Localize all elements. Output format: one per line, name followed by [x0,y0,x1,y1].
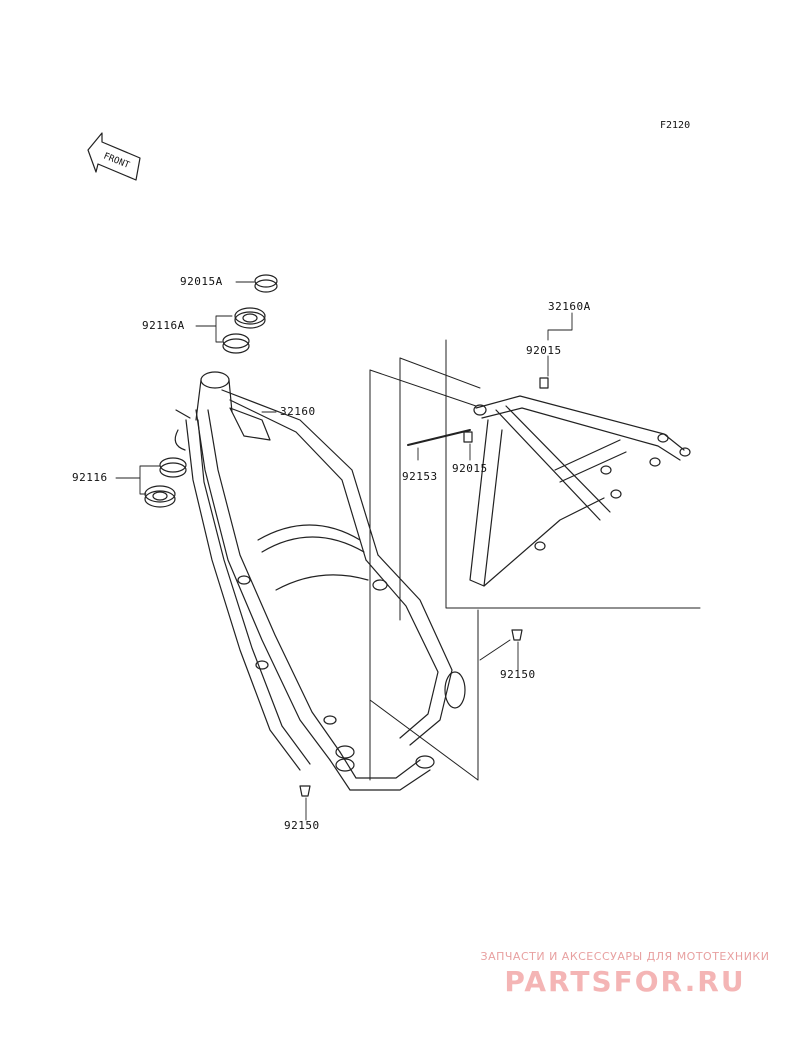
watermark-brand: PARTSFOR.RU [504,965,746,998]
figure-code: F2120 [660,120,691,131]
watermark: ЗАПЧАСТИ И АКСЕССУАРЫ ДЛЯ МОТОТЕХНИКИ PA… [460,950,790,998]
label-92116: 92116 [72,471,108,484]
fastener-icons [299,377,549,797]
label-92150-right: 92150 [500,668,536,681]
label-92116A: 92116A [142,319,185,332]
label-32160: 32160 [280,405,316,418]
front-arrow-icon: FRONT [87,132,141,181]
watermark-tagline: ЗАПЧАСТИ И АКСЕССУАРЫ ДЛЯ МОТОТЕХНИКИ [480,950,770,963]
bearing-lower-stack [144,457,187,508]
rear-subframe [469,395,691,587]
main-frame [174,371,466,791]
label-92015-mid: 92015 [452,462,488,475]
label-32160A: 32160A [548,300,591,313]
label-92153: 92153 [402,470,438,483]
leader-lines [115,281,573,821]
assembly-lines [369,339,701,781]
bearing-top-stack [222,274,278,354]
label-92015A: 92015A [180,275,223,288]
label-92150-bottom: 92150 [284,819,320,832]
label-92015-top: 92015 [526,344,562,357]
